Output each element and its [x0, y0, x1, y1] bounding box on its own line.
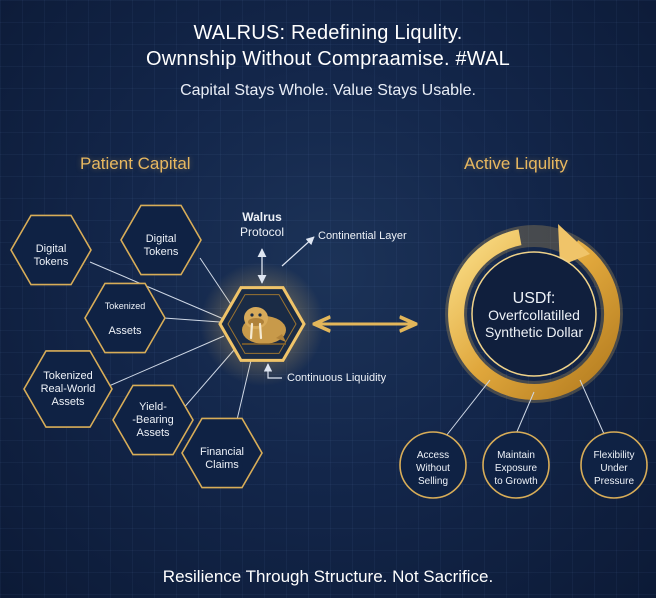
continuous-liquidity-arrow	[263, 363, 282, 379]
continential-arrow	[281, 236, 315, 267]
title-line-2: Ownnship Without Compraamise. #WAL	[146, 48, 510, 70]
usdf-label: USDf: Overfcollatilled Synthetic Dollar	[484, 290, 584, 340]
benefit-access-without-selling	[399, 431, 467, 499]
usdf-inner-circle	[471, 251, 597, 377]
footer-tagline: Resilience Through Structure. Not Sacrif…	[162, 567, 494, 586]
continential-layer-label: Continential Layer	[318, 230, 407, 242]
continuous-liquidity-label: Continuous Liquidity	[287, 372, 387, 384]
walrus-icon	[242, 307, 286, 345]
title-line-1: WALRUS: Redefining Liqulity.	[193, 22, 463, 44]
node-tokenized-assets	[84, 282, 166, 354]
node-yield-bearing-assets	[112, 384, 194, 456]
ring-arrowhead	[558, 224, 590, 266]
benefit-flexibility-under-pressure	[580, 431, 648, 499]
benefit-connectors	[445, 379, 605, 437]
node-digital-tokens-1	[10, 214, 92, 286]
subtitle: Capital Stays Whole. Value Stays Usable.	[180, 82, 476, 99]
usdf-ring	[448, 229, 621, 400]
node-digital-tokens-2	[120, 204, 202, 276]
node-financial-claims	[181, 417, 263, 489]
patient-capital-heading: Patient Capital	[80, 154, 191, 173]
benefit-maintain-exposure	[482, 431, 550, 499]
node-real-world-assets	[23, 350, 113, 428]
active-liquidity-heading: Active Liqulity	[464, 154, 568, 173]
